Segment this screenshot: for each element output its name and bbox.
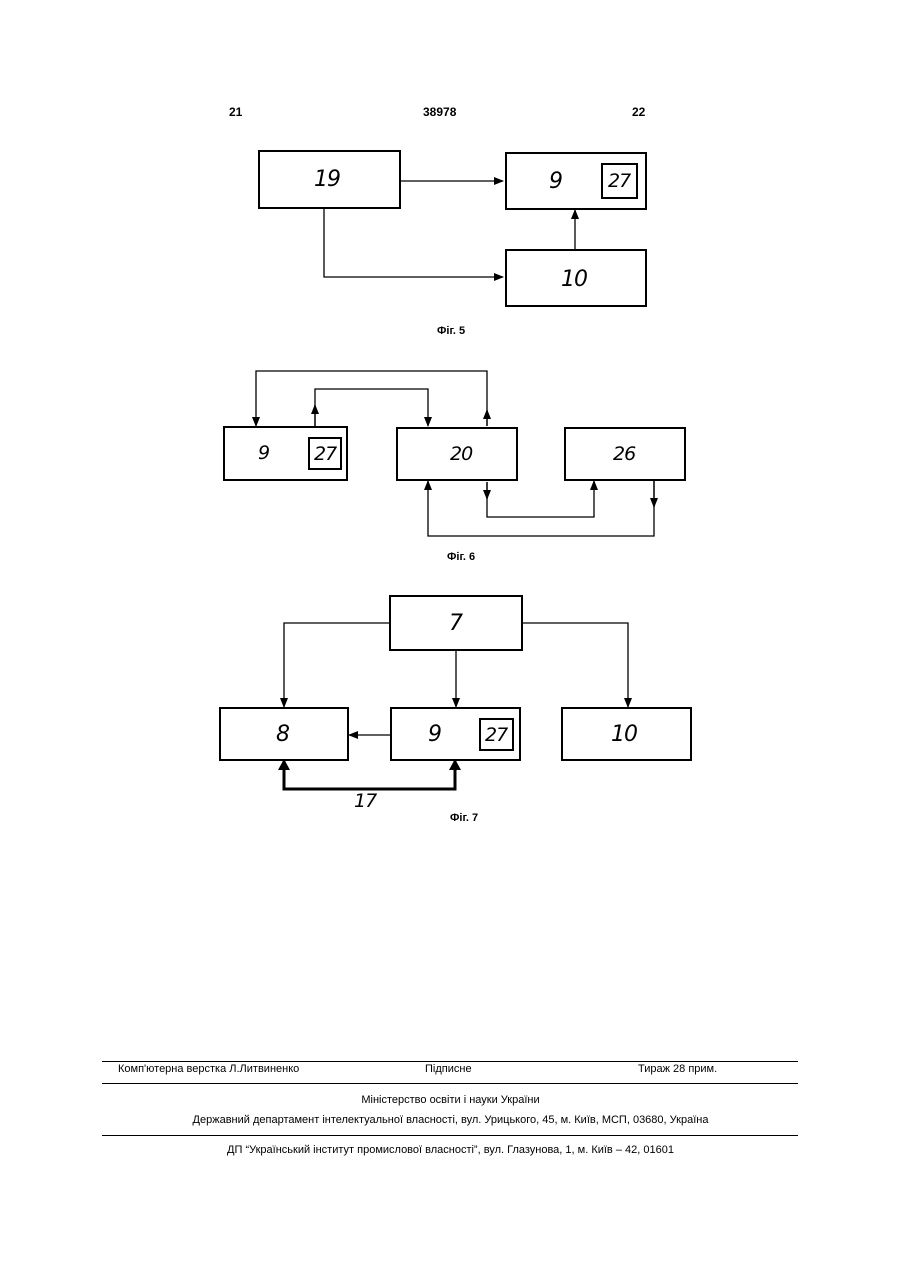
- fig6-block-27: 27: [308, 437, 342, 470]
- fig6-block-20: 20: [396, 427, 518, 481]
- fig7-block-10: 10: [561, 707, 692, 761]
- footer-department: Державний департамент інтелектуальної вл…: [0, 1114, 901, 1126]
- fig6-loop-inner: [315, 389, 428, 428]
- footer-rule-top: [102, 1061, 798, 1062]
- footer-institute: ДП “Український інститут промислової вла…: [0, 1144, 901, 1156]
- footer-ministry: Міністерство освіти і науки України: [0, 1094, 901, 1106]
- fig7-block-8-label: 8: [276, 722, 289, 747]
- fig5-block-9-label: 9: [549, 169, 562, 194]
- fig7-block-27-label: 27: [485, 724, 507, 746]
- fig5-block-10: 10: [505, 249, 647, 307]
- footer-rule-middle: [102, 1083, 798, 1084]
- fig6-arrow-20-to-26: [487, 481, 594, 517]
- footer-signed: Підписне: [425, 1063, 472, 1075]
- footer-circulation: Тираж 28 прим.: [638, 1063, 717, 1075]
- fig5-block-9: 9 27: [505, 152, 647, 210]
- footer-layout-credit: Комп'ютерна верстка Л.Литвиненко: [118, 1063, 299, 1075]
- fig6-block-9-label: 9: [258, 442, 269, 464]
- fig7-caption: Фіг. 7: [450, 812, 478, 824]
- fig6-block-26-label: 26: [613, 443, 635, 465]
- fig7-bus-17: [284, 760, 455, 789]
- fig7-block-27: 27: [479, 718, 514, 751]
- fig7-arrow-7-to-10: [523, 623, 628, 707]
- fig7-block-7-label: 7: [449, 611, 462, 636]
- fig6-block-26: 26: [564, 427, 686, 481]
- fig6-arrow-26-to-20: [428, 481, 654, 536]
- fig5-block-19: 19: [258, 150, 401, 209]
- fig6-caption: Фіг. 6: [447, 551, 475, 563]
- fig7-block-8: 8: [219, 707, 349, 761]
- footer-rule-bottom: [102, 1135, 798, 1136]
- fig5-block-27-label: 27: [608, 170, 630, 192]
- fig7-block-9-label: 9: [428, 722, 441, 747]
- fig6-block-9: 9 27: [223, 426, 348, 481]
- fig5-arrow-19-to-10: [324, 209, 503, 277]
- fig6-block-27-label: 27: [314, 443, 336, 465]
- fig7-arrow-7-to-8: [284, 623, 389, 707]
- fig6-block-20-label: 20: [450, 443, 472, 465]
- fig7-bus-label: 17: [354, 790, 376, 812]
- fig6-loop-outer: [256, 371, 487, 426]
- fig7-block-10-label: 10: [611, 722, 637, 747]
- fig7-block-9: 9 27: [390, 707, 521, 761]
- fig5-block-19-label: 19: [314, 167, 340, 192]
- fig5-caption: Фіг. 5: [437, 325, 465, 337]
- fig5-block-27: 27: [601, 163, 638, 199]
- fig5-block-10-label: 10: [561, 267, 587, 292]
- fig7-block-7: 7: [389, 595, 523, 651]
